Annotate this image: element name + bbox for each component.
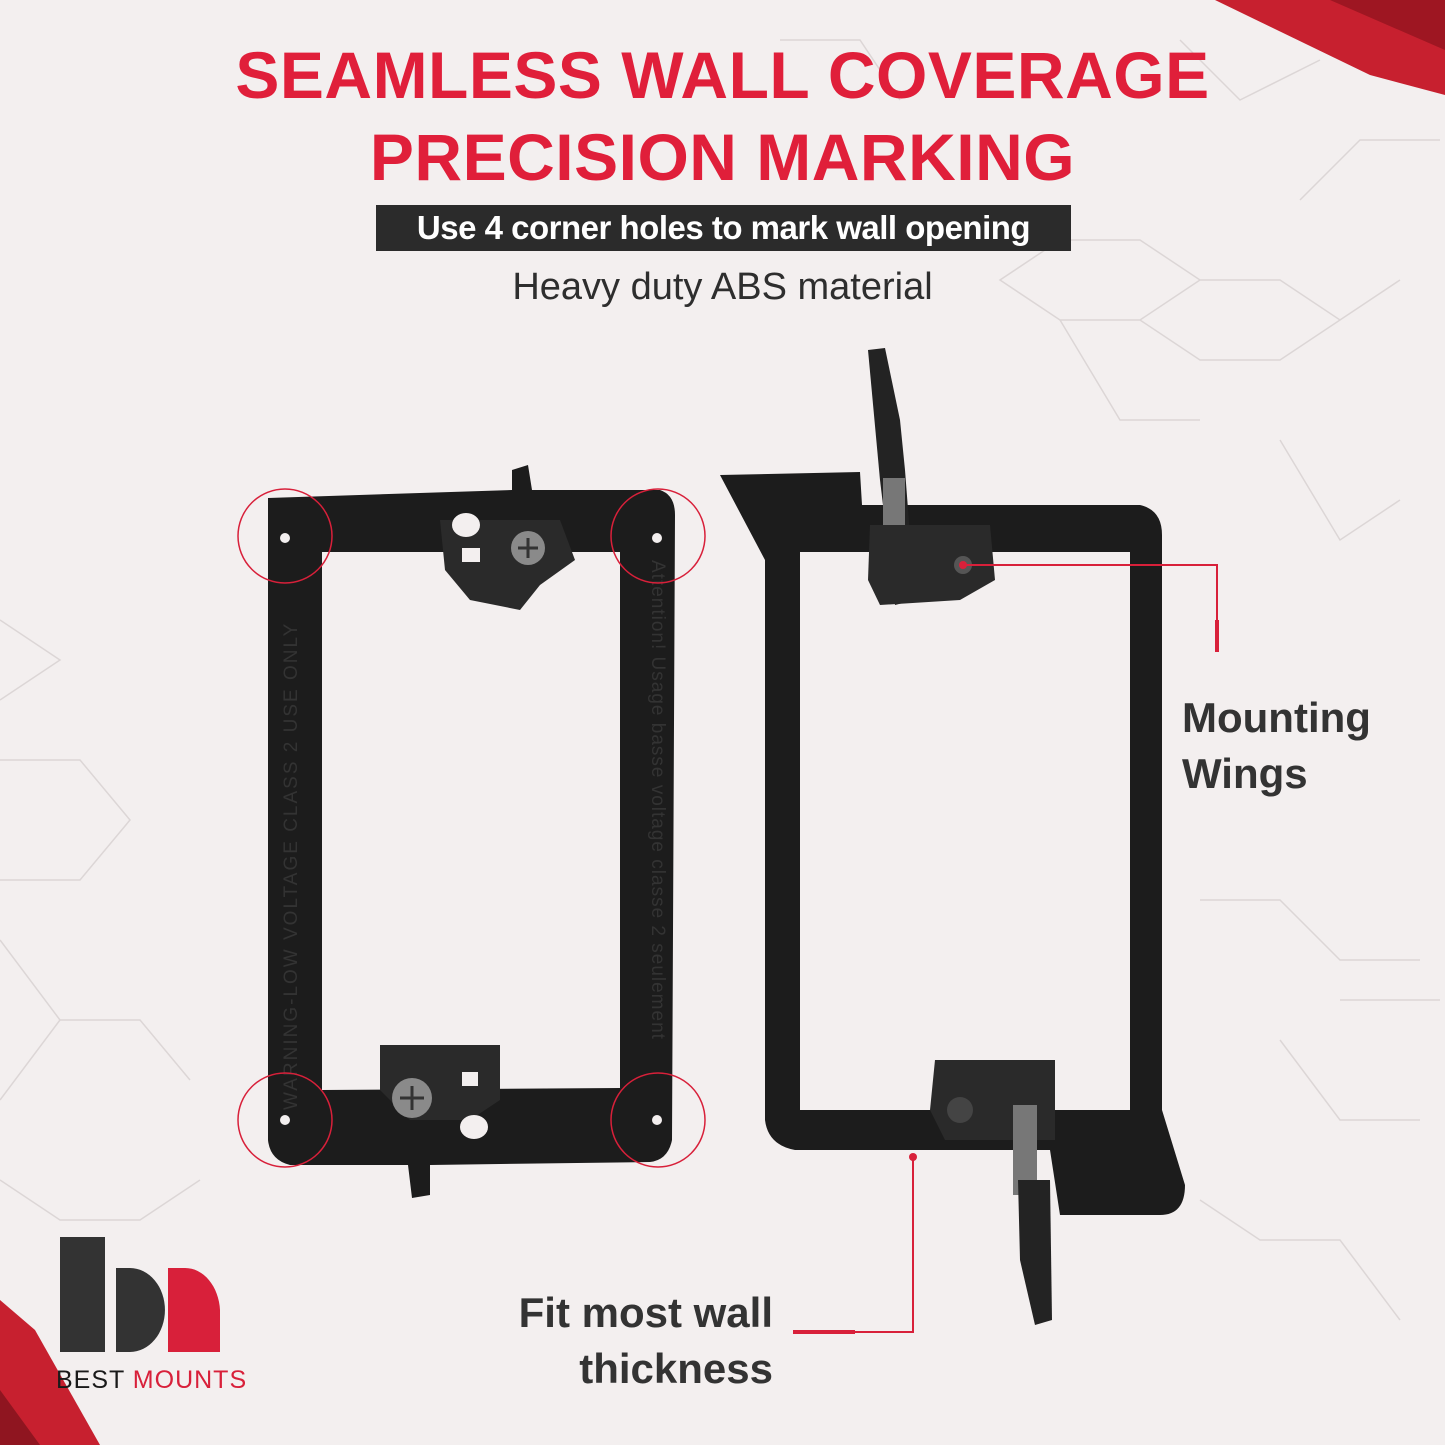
callout-lines (793, 564, 1219, 1334)
brand-name-part2: MOUNTS (132, 1366, 248, 1394)
corner-circle-bottom-right (610, 1072, 706, 1168)
wall-thickness-label: Fit most wall thickness (430, 1285, 773, 1397)
left-bracket-image: WARNING-LOW VOLTAGE CLASS 2 USE ONLY Att… (268, 465, 675, 1198)
bracket-marking-right: Attention! Usage basse voltage classe 2 … (647, 560, 668, 1040)
callout-text-line: Mounting (1182, 694, 1371, 741)
brand-name-part1: BEST (56, 1366, 125, 1394)
brand-name: BEST MOUNTS (56, 1366, 247, 1395)
mounting-wings-callout-line (963, 564, 1218, 652)
tagline-banner: Use 4 corner holes to mark wall opening (376, 205, 1071, 251)
best-mounts-logo (60, 1237, 220, 1352)
mounting-wings-label: Mounting Wings (1182, 690, 1371, 802)
callout-text-line: Fit most wall (518, 1289, 773, 1336)
corner-circle-top-right (610, 488, 706, 584)
corner-circle-bottom-left (237, 1072, 333, 1168)
callout-text-line: thickness (579, 1345, 773, 1392)
wall-thickness-callout-line (793, 1157, 914, 1333)
callout-dot (959, 561, 967, 569)
hexagon-pattern (0, 39, 1440, 1321)
corner-decoration-shade (1330, 0, 1445, 50)
corner-decoration-shade (0, 1390, 40, 1445)
headline-line-1: SEAMLESS WALL COVERAGE (235, 38, 1210, 112)
headline-line-2: PRECISION MARKING (369, 120, 1076, 194)
callout-dot (909, 1153, 917, 1161)
corner-hole-highlight-circles (237, 488, 706, 1168)
callout-text-line: Wings (1182, 750, 1308, 797)
corner-decoration-bottom-left (0, 1300, 100, 1445)
bracket-marking-left: WARNING-LOW VOLTAGE CLASS 2 USE ONLY (281, 622, 302, 1110)
subtitle: Heavy duty ABS material (512, 266, 933, 308)
right-bracket-image (720, 348, 1185, 1325)
corner-circle-top-left (237, 488, 333, 584)
